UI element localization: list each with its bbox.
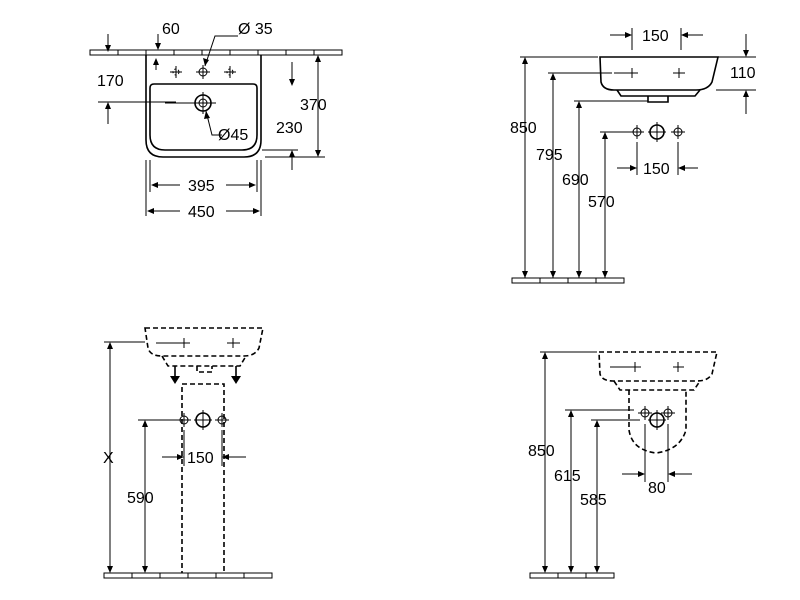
wall-top-view <box>89 49 343 56</box>
basin-outline-side <box>599 56 720 91</box>
dim-basin-height-label: 110 <box>730 65 756 82</box>
install-arrow-right-icon <box>231 366 241 384</box>
top-view: 60 Ø 35 Ø45 170 370 230 395 <box>89 21 343 221</box>
dim-waste-height-label: 690 <box>562 172 589 189</box>
waste-hole-icon <box>165 92 216 114</box>
semi-pedestal-view: 80 850 615 585 <box>528 351 719 579</box>
floor-pedestal-view <box>103 572 273 579</box>
dim-waste-hole-label: Ø45 <box>218 127 248 144</box>
tap-hole-semi-icon <box>610 362 684 372</box>
dim-width-inner-label: 395 <box>188 178 215 195</box>
tap-hole-icon <box>196 65 210 79</box>
basin-outline-top <box>145 55 262 158</box>
supply-connection-pedestal-icon <box>177 410 229 430</box>
floor-semi-view <box>529 572 615 579</box>
dim-semi-supply-spacing-label: 80 <box>648 480 666 497</box>
tap-hole-left-icon <box>170 66 182 78</box>
dim-depth-bowl-label: 230 <box>276 120 303 137</box>
dim-semi-waste-height-label: 615 <box>554 468 581 485</box>
pedestal-view: 150 X 590 <box>103 327 273 579</box>
dim-width-total-label: 450 <box>188 204 215 221</box>
basin-outline-pedestal <box>144 327 264 357</box>
dim-tap-height-label: 795 <box>536 147 563 164</box>
dim-supply-height-label: 570 <box>588 194 615 211</box>
dim-semi-rim-height-label: 850 <box>528 443 555 460</box>
dim-tap-offset-label: 60 <box>162 21 180 38</box>
dim-pedestal-supply-height-label: 590 <box>127 490 154 507</box>
bowl-outline-top <box>149 83 258 151</box>
dim-mount-height-label: X <box>103 450 114 467</box>
floor-side-view <box>511 277 625 284</box>
dim-semi-supply-height-label: 585 <box>580 492 607 509</box>
side-view: 150 110 850 795 690 570 <box>510 28 756 284</box>
tap-hole-side-icon <box>614 68 685 78</box>
dim-tap-spacing-top-label: 150 <box>642 28 669 45</box>
dim-tap-hole-label: Ø 35 <box>238 21 273 38</box>
dim-rim-height-label: 850 <box>510 120 537 137</box>
dim-supply-spacing-label: 150 <box>643 161 670 178</box>
supply-connection-semi-icon <box>638 406 675 430</box>
install-arrow-left-icon <box>170 366 180 384</box>
tap-hole-pedestal-icon <box>156 338 240 348</box>
tap-hole-right-icon <box>224 66 236 78</box>
supply-connection-icon <box>630 122 685 142</box>
dim-depth-tap-label: 170 <box>97 73 124 90</box>
dim-depth-total-label: 370 <box>300 97 327 114</box>
dim-pedestal-supply-spacing-label: 150 <box>187 450 214 467</box>
